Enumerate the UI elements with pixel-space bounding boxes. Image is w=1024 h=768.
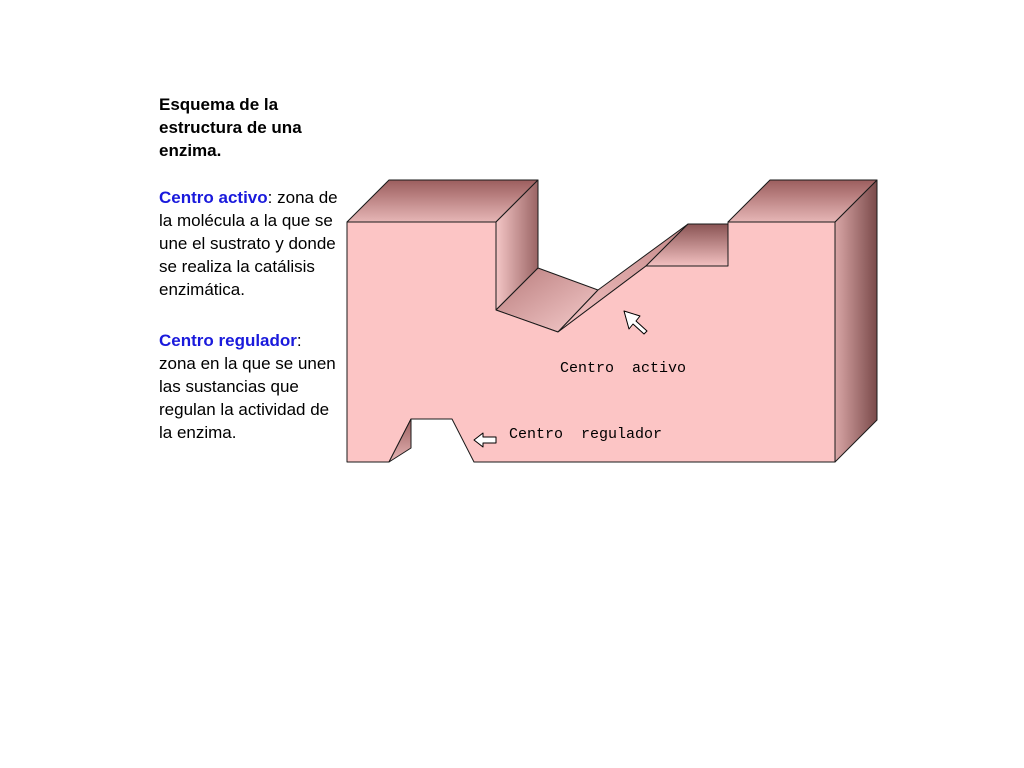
- block-right-side-face: [834, 179, 878, 463]
- definition-regulator-site: Centro regulador: zona en la que se unen…: [159, 329, 339, 444]
- definition-regulator-text: zona en la que se unen las sustancias qu…: [159, 354, 336, 442]
- definition-active-text: zona de la molécula a la que se une el s…: [159, 188, 338, 299]
- colon-active: :: [267, 188, 273, 207]
- label-regulatory-site: Centro regulador: [509, 426, 662, 443]
- term-active-site: Centro activo: [159, 188, 268, 207]
- regulatory-notch-side-wall: [388, 418, 412, 463]
- term-regulator-site: Centro regulador: [159, 331, 297, 350]
- text-column: Esquema de la estructura de una enzima. …: [159, 93, 339, 472]
- page-title: Esquema de la estructura de una enzima.: [159, 95, 302, 160]
- label-active-site: Centro activo: [560, 360, 686, 377]
- arrow-to-active-site-icon: [623, 310, 648, 335]
- arrow-to-regulatory-site-icon: [473, 432, 497, 448]
- colon-regulator: :: [296, 331, 302, 350]
- definition-active-site: Centro activo: zona de la molécula a la …: [159, 186, 339, 301]
- upper-step-back-wall: [645, 223, 729, 267]
